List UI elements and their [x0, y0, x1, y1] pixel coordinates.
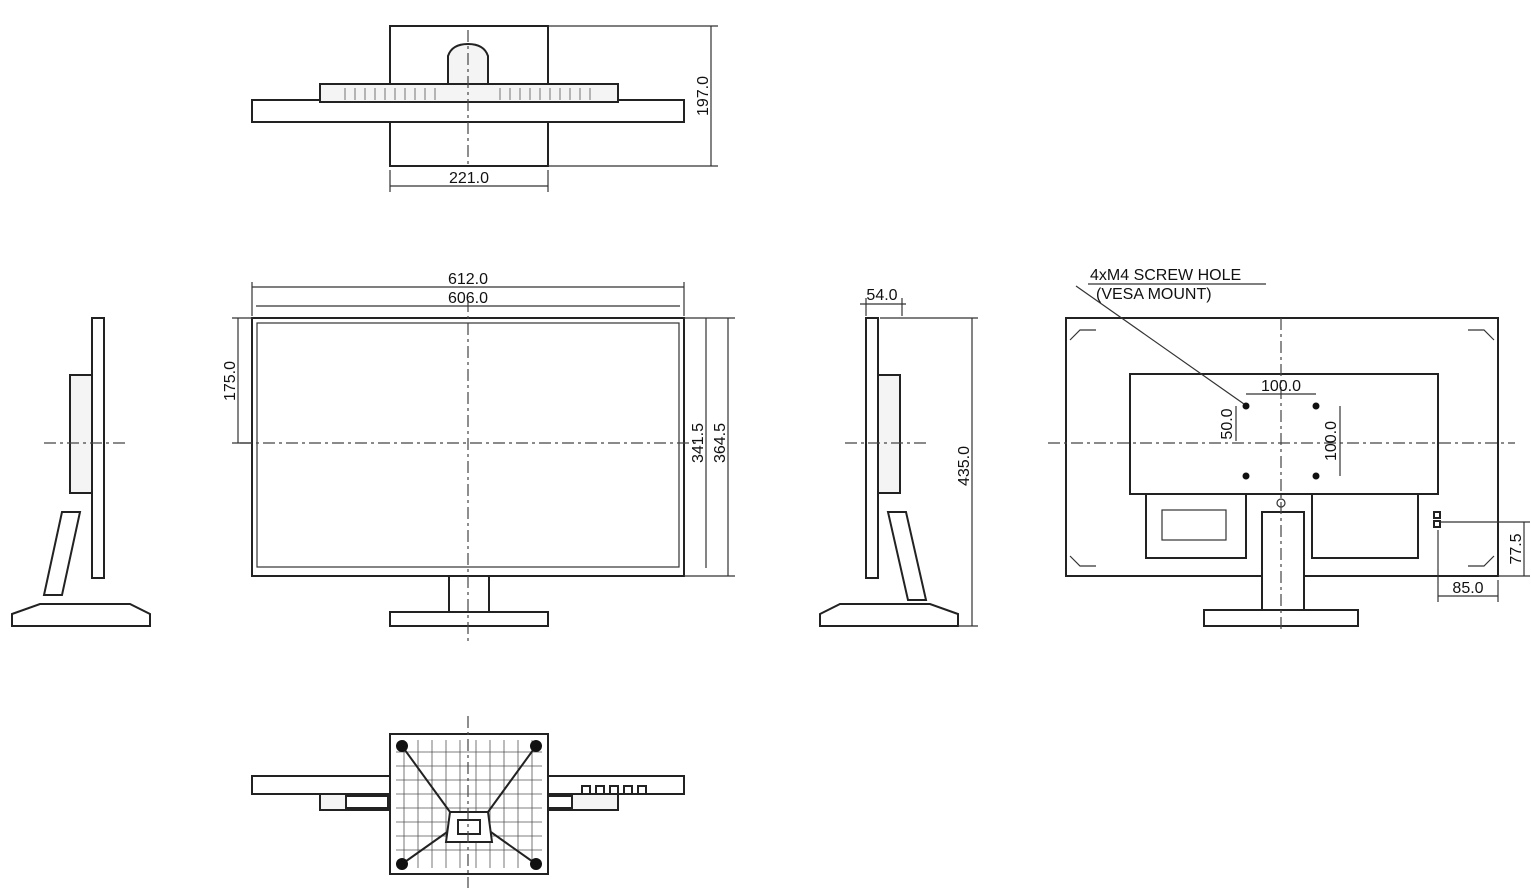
rear-stand-neck: [1261, 511, 1305, 613]
left-panel-profile: [91, 317, 105, 579]
front-view: 612.0 606.0 175.0 341.5 364.5: [222, 271, 735, 645]
bottom-power-port: [345, 795, 389, 809]
bottom-stand-ribs: [401, 745, 537, 865]
bottom-grid-texture: [396, 740, 542, 868]
dim-center-to-top: 175.0: [222, 361, 239, 401]
front-stand-base: [389, 611, 549, 627]
dim-panel-width: 606.0: [448, 290, 488, 307]
left-side-view: [11, 317, 151, 627]
note-screw-hole: 4xM4 SCREW HOLE: [1090, 267, 1241, 284]
bottom-view: [251, 716, 685, 888]
dim-overall-height: 435.0: [956, 446, 973, 486]
note-vesa-mount: (VESA MOUNT): [1096, 286, 1212, 303]
bottom-stand-base: [389, 733, 549, 875]
rear-port-recess: [1161, 509, 1227, 541]
left-back-cover: [69, 374, 93, 494]
dim-top-stand-width: 221.0: [449, 170, 489, 187]
screw-hole-leader: [1075, 285, 1245, 405]
dim-top-depth: 197.0: [695, 76, 712, 116]
rear-corner-clips: [1069, 329, 1495, 567]
bottom-foot-tr: [530, 740, 542, 752]
dim-vesa-vertical: 100.0: [1323, 421, 1340, 461]
right-back-cover: [877, 374, 901, 494]
top-view: 221.0 197.0: [251, 25, 718, 192]
right-stand-arm: [886, 511, 928, 601]
right-panel-profile: [865, 317, 879, 579]
dim-vesa-horizontal: 100.0: [1261, 378, 1301, 395]
bottom-foot-br: [530, 858, 542, 870]
dim-side-depth: 54.0: [866, 287, 897, 304]
right-stand-base: [819, 603, 959, 627]
rear-left-port-housing: [1145, 493, 1247, 559]
rear-view: 4xM4 SCREW HOLE (VESA MOUNT) 100.0 50.0 …: [1048, 267, 1530, 630]
bottom-stand-hub: [444, 811, 494, 843]
vesa-hole-bottom-left: [1242, 472, 1250, 480]
front-stand-neck: [448, 575, 490, 613]
dim-port-height: 77.5: [1508, 533, 1525, 564]
dim-vesa-half: 50.0: [1219, 408, 1236, 439]
dim-panel-height: 341.5: [690, 423, 707, 463]
top-vent-slots: [344, 88, 591, 100]
left-stand-arm: [42, 511, 82, 596]
dim-overall-width: 612.0: [448, 271, 488, 288]
bottom-signal-port: [547, 795, 573, 809]
bottom-foot-bl: [396, 858, 408, 870]
rear-port-marker-bottom: [1433, 520, 1441, 528]
bottom-foot-tl: [396, 740, 408, 752]
rear-right-port-housing: [1311, 493, 1419, 559]
vesa-hole-top-left: [1242, 402, 1250, 410]
rear-port-marker-top: [1433, 511, 1441, 519]
vesa-hole-top-right: [1312, 402, 1320, 410]
left-stand-base: [11, 603, 151, 627]
vesa-hole-bottom-right: [1312, 472, 1320, 480]
bottom-hub-inner: [457, 819, 481, 835]
dim-screen-to-bottom: 364.5: [712, 423, 729, 463]
right-side-view: 54.0 435.0: [819, 287, 978, 627]
dim-port-offset: 85.0: [1452, 580, 1483, 597]
bottom-buttons: [581, 785, 647, 795]
